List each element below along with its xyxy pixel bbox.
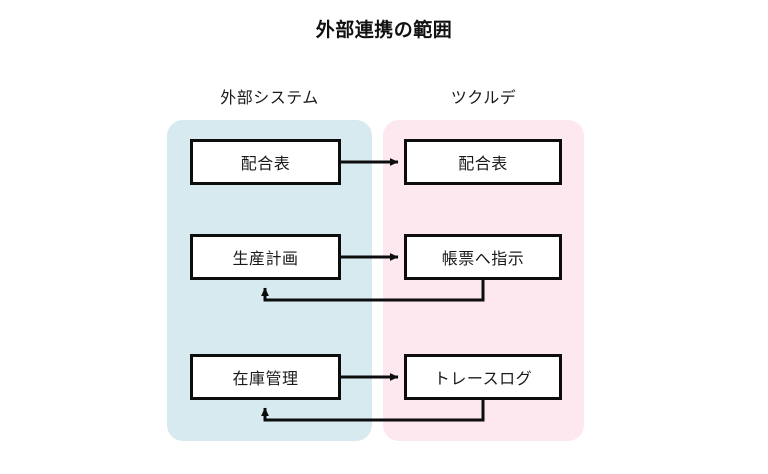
node-tsukurude-row2[interactable]: 帳票へ指示 xyxy=(404,234,562,280)
column-header-tsukurude: ツクルデ xyxy=(450,88,517,107)
node-external-row2[interactable]: 生産計画 xyxy=(190,234,341,280)
node-external-row3[interactable]: 在庫管理 xyxy=(190,354,341,400)
page-title: 外部連携の範囲 xyxy=(315,19,453,41)
node-tsukurude-row3[interactable]: トレースログ xyxy=(404,354,562,400)
column-header-external: 外部システム xyxy=(220,88,319,107)
node-tsukurude-row1[interactable]: 配合表 xyxy=(404,139,562,185)
node-external-row1[interactable]: 配合表 xyxy=(190,139,341,185)
